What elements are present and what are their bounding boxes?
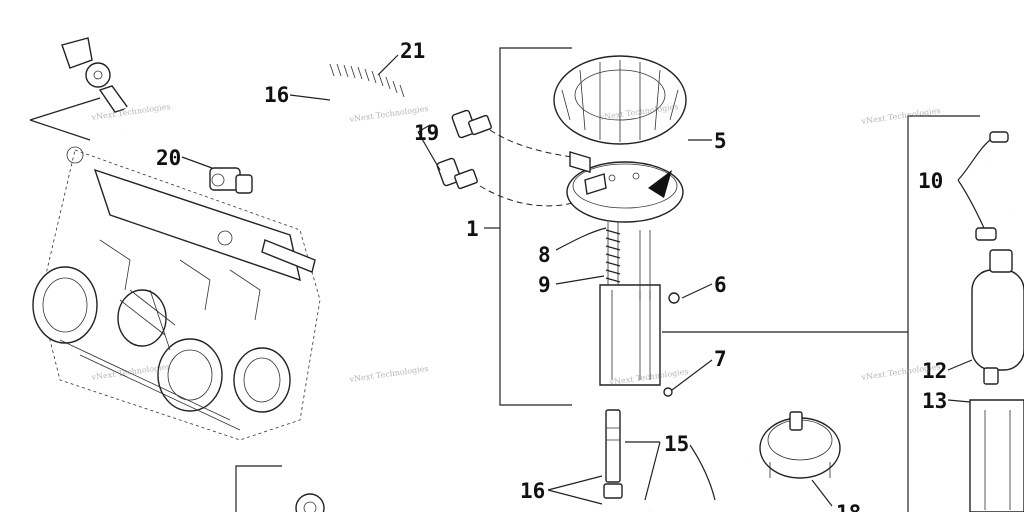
callout-21: 21 <box>400 39 425 63</box>
fuel-hoses <box>117 62 492 194</box>
callout-12: 12 <box>922 359 947 383</box>
pump-flange <box>566 151 684 223</box>
watermark-6: vNext Technologies <box>348 364 429 384</box>
lock-ring <box>553 55 687 145</box>
callout-9: 9 <box>538 273 551 297</box>
callout-numbers: 21 16 19 20 5 1 8 9 6 7 10 12 13 15 16 1… <box>156 39 947 512</box>
washer <box>295 493 325 512</box>
callout-1: 1 <box>466 217 479 241</box>
callout-16-bottom: 16 <box>520 479 545 503</box>
callout-5: 5 <box>714 129 727 153</box>
watermark-4: vNext Technologies <box>860 106 941 126</box>
callout-7: 7 <box>714 347 727 371</box>
fuel-fitting <box>29 37 130 141</box>
direction-arrow-icon <box>648 170 672 198</box>
callout-6: 6 <box>714 273 727 297</box>
callout-16-top: 16 <box>264 83 289 107</box>
throttle-body-assembly <box>32 146 321 441</box>
callout-18: 18 <box>836 501 861 512</box>
fuel-filter <box>759 411 841 479</box>
return-hose <box>649 459 751 511</box>
assembly-bracket-1 <box>499 47 572 406</box>
callout-10: 10 <box>918 169 943 193</box>
pump-reservoir <box>599 230 680 386</box>
callout-13: 13 <box>922 389 947 413</box>
callout-15: 15 <box>664 432 689 456</box>
fuel-pump <box>971 131 1024 385</box>
fuel-tube <box>603 409 623 499</box>
lower-bracket <box>235 465 282 512</box>
callout-8: 8 <box>538 243 551 267</box>
callout-20: 20 <box>156 146 181 170</box>
pump-sleeve <box>969 399 1024 512</box>
clip-7 <box>663 387 673 397</box>
right-assembly-bracket <box>907 115 980 512</box>
routing-line-upper <box>489 129 579 159</box>
leader-lines <box>181 54 991 507</box>
callout-19: 19 <box>414 121 439 145</box>
